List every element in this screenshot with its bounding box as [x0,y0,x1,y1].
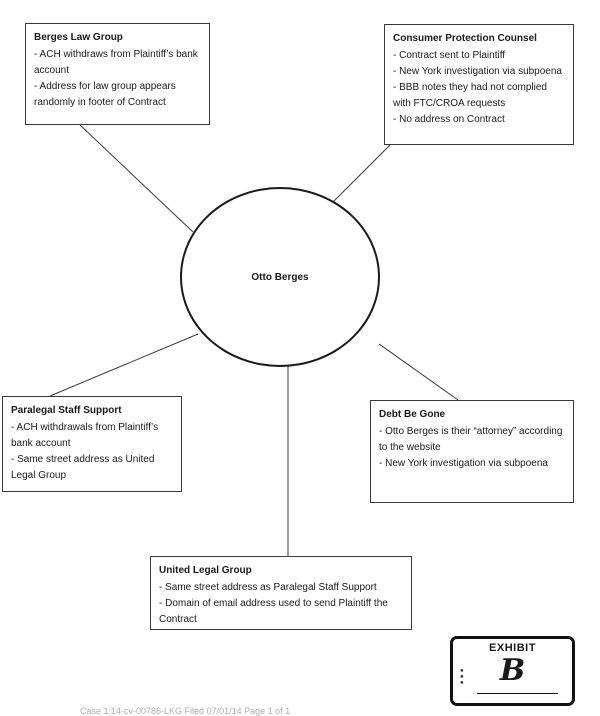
node-title: United Legal Group [159,565,252,576]
node-title: Paralegal Staff Support [11,405,122,416]
node-paralegal-staff-support: Paralegal Staff Support - ACH withdrawal… [2,396,182,492]
node-item: - Same street address as Paralegal Staff… [159,582,377,593]
node-berges-law-group: Berges Law Group - ACH withdraws from Pl… [25,23,210,125]
node-debt-be-gone: Debt Be Gone - Otto Berges is their “att… [370,400,574,503]
node-united-legal-group: United Legal Group - Same street address… [150,556,412,630]
node-item: - New York investigation via subpoena [393,66,562,77]
exhibit-stamp-line [477,693,558,694]
node-item: - BBB notes they had not complied with F… [393,82,547,109]
connector-debt-be-gone [378,343,459,401]
center-node-label: Otto Berges [251,271,309,283]
connector-paralegal-staff-support [49,333,199,397]
node-consumer-protection-counsel: Consumer Protection Counsel - Contract s… [384,24,574,145]
connector-berges-law-group [79,124,194,233]
node-item: - Domain of email address used to send P… [159,598,388,625]
node-item: - New York investigation via subpoena [379,458,548,469]
node-item: - Contract sent to Plaintiff [393,50,506,61]
node-title: Debt Be Gone [379,409,446,420]
connector-consumer-protection-counsel [329,144,391,206]
node-item: - Otto Berges is their “attorney” accord… [379,426,563,453]
exhibit-stamp: EXHIBIT ■■■ B [450,636,575,706]
node-item: - Same street address as United Legal Gr… [11,454,155,481]
exhibit-stamp-title: EXHIBIT [489,642,536,654]
node-title: Consumer Protection Counsel [393,33,537,44]
page-footer: Case 1:14-cv-00786-LKG Filed 07/01/14 Pa… [80,706,291,716]
node-title: Berges Law Group [34,32,123,43]
center-node: Otto Berges [180,187,380,367]
node-item: - ACH withdraws from Plaintiff’s bank ac… [34,49,198,76]
exhibit-stamp-letter: B [499,653,526,688]
node-item: - No address on Contract [393,114,505,125]
node-item: - Address for law group appears randomly… [34,81,176,108]
node-item: - ACH withdrawals from Plaintiff’s bank … [11,422,159,449]
